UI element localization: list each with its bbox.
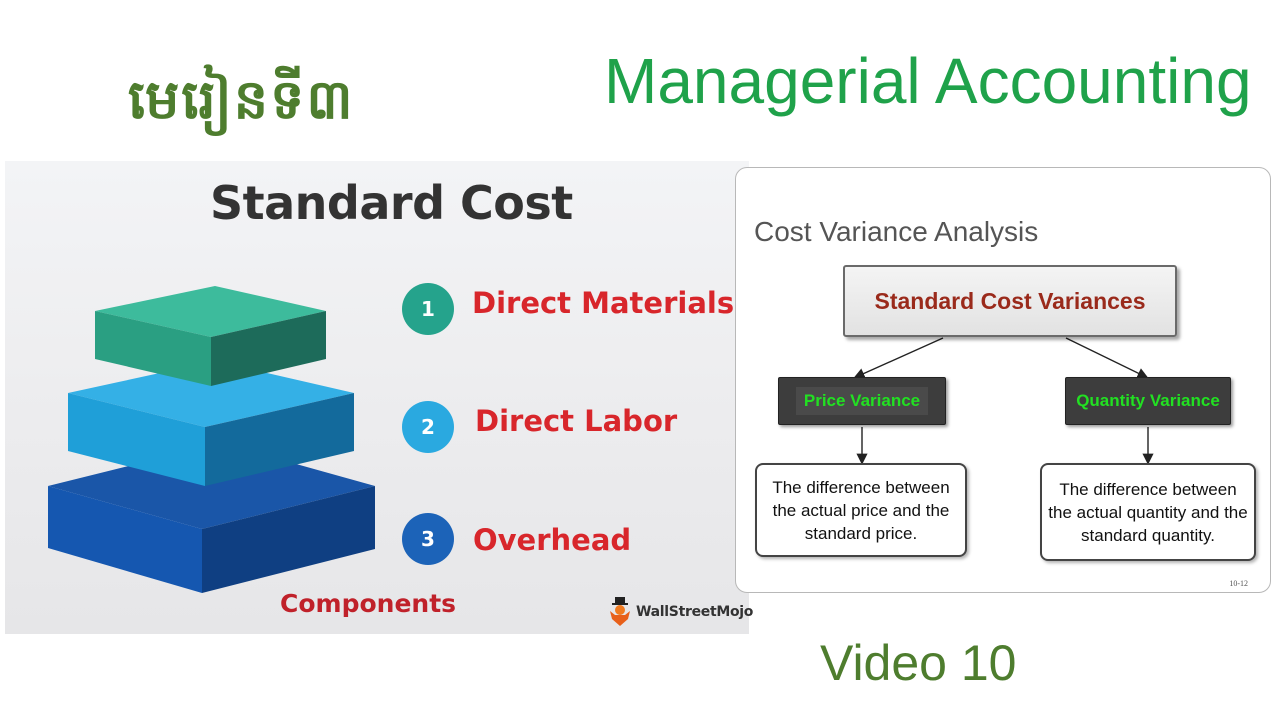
item-1-number-circle: 1 xyxy=(402,283,454,335)
arrow-to-quantity-variance xyxy=(1065,337,1149,379)
layer-overhead-left xyxy=(48,486,202,593)
price-variance-label: Price Variance xyxy=(803,391,921,410)
price-variance-box: Price Variance xyxy=(778,377,946,425)
quantity-variance-box: Quantity Variance xyxy=(1065,377,1231,425)
page-title: Managerial Accounting xyxy=(604,45,1252,117)
arrow-to-price-variance xyxy=(853,337,944,379)
layer-overhead-right xyxy=(202,486,375,593)
mascot-icon xyxy=(610,597,630,626)
quantity-variance-description-text: The difference between the actual quanti… xyxy=(1048,479,1248,545)
standard-cost-variances-box: Standard Cost Variances xyxy=(843,265,1177,337)
brand-logo: WallStreetMojo xyxy=(607,597,753,627)
item-3-number-circle: 3 xyxy=(402,513,454,565)
layer-labor-left xyxy=(68,393,205,486)
layer-materials-left xyxy=(95,311,211,386)
item-direct-materials-label: Direct Materials xyxy=(472,286,735,320)
price-variance-description-text: The difference between the actual price … xyxy=(772,477,950,543)
layer-labor-right xyxy=(205,393,354,486)
price-variance-description: The difference between the actual price … xyxy=(755,463,967,557)
components-label: Components xyxy=(280,589,457,618)
connector-arrows xyxy=(853,337,1154,465)
layer-labor-top xyxy=(68,361,354,427)
quantity-variance-label: Quantity Variance xyxy=(1076,391,1220,410)
video-number-label: Video 10 xyxy=(820,635,1017,691)
standard-cost-infographic: Standard Cost 1 Direct Materials 2 Direc… xyxy=(5,161,753,634)
standard-cost-variances-label: Standard Cost Variances xyxy=(874,287,1146,314)
layer-materials-right xyxy=(211,311,326,386)
brand-text: WallStreetMojo xyxy=(636,604,754,620)
quantity-variance-description: The difference between the actual quanti… xyxy=(1040,463,1256,561)
layer-materials-top xyxy=(95,286,326,337)
stacked-layers-illustration xyxy=(48,286,375,593)
item-2-number-circle: 2 xyxy=(402,401,454,453)
slide-title: Cost Variance Analysis xyxy=(754,216,1039,247)
slide-page-number: 10-12 xyxy=(1229,579,1248,588)
item-direct-labor-label: Direct Labor xyxy=(475,404,678,438)
standard-cost-title: Standard Cost xyxy=(210,176,573,230)
item-overhead-label: Overhead xyxy=(473,523,632,557)
cost-variance-slide: Cost Variance Analysis Standard Cost Var… xyxy=(735,167,1271,593)
khmer-lesson-title: មេរៀនទី៣ xyxy=(128,68,355,131)
